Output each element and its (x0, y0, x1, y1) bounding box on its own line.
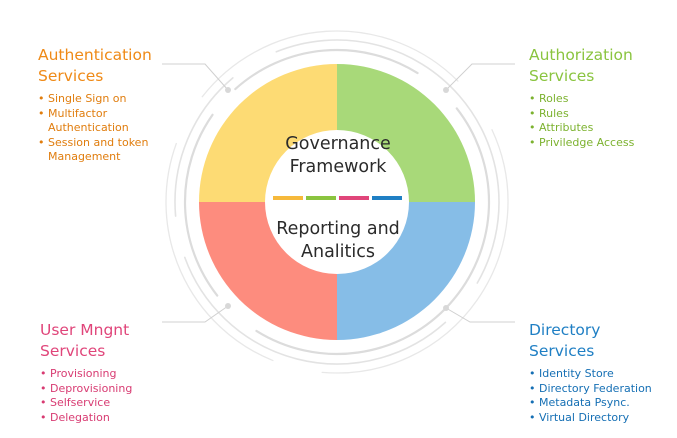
list-item: Attributes (529, 121, 634, 136)
directory-services-list: Identity Store Directory Federation Meta… (529, 367, 652, 425)
authorization-services-title: Authorization Services (529, 46, 633, 85)
color-bar-segment (372, 196, 402, 200)
user-management-services-list: Provisioning Deprovisioning Selfservice … (40, 367, 132, 425)
decorative-ring-arc (165, 142, 274, 362)
list-item: Roles (529, 92, 634, 107)
decorative-ring-arc (183, 256, 447, 365)
authentication-services-list: Single Sign on Multifactor Authenticatio… (38, 92, 152, 165)
decorative-ring-arc (234, 48, 419, 91)
connector-dot (225, 87, 231, 93)
list-item: Selfservice (40, 396, 132, 411)
decorative-ring-arc (321, 129, 509, 374)
decorative-ring-arc (255, 107, 491, 356)
color-bar-segment (339, 196, 369, 200)
list-item: Provisioning (40, 367, 132, 382)
color-bar-segment (273, 196, 303, 200)
authentication-services-title: Authentication Services (38, 46, 152, 85)
list-item: Priviledge Access (529, 136, 634, 151)
decorative-ring-arc (183, 113, 219, 297)
color-bar-segment (306, 196, 336, 200)
authorization-services-block: Authorization Services Roles Rules Attri… (529, 45, 634, 150)
connector-line (445, 307, 515, 323)
connector-dot (443, 87, 449, 93)
list-item: Single Sign on (38, 92, 152, 107)
connector-dot (443, 305, 449, 311)
list-item: Metadata Psync. (529, 396, 652, 411)
user-management-services-block: User Mngnt Services Provisioning Deprovi… (40, 320, 132, 425)
user-management-services-title: User Mngnt Services (40, 321, 130, 360)
directory-services-block: Directory Services Identity Store Direct… (529, 320, 652, 425)
outer-rings (165, 30, 509, 374)
authorization-services-list: Roles Rules Attributes Priviledge Access (529, 92, 634, 150)
decorative-ring-arc (174, 77, 234, 217)
decorative-ring-arc (275, 39, 500, 284)
directory-services-title: Directory Services (529, 321, 601, 360)
list-item: Virtual Directory (529, 411, 652, 426)
list-item: Deprovisioning (40, 382, 132, 397)
decorative-ring-arc (201, 30, 459, 98)
governance-framework-title: Governance Framework (285, 134, 391, 177)
list-item: Delegation (40, 411, 132, 426)
connector-lines (162, 63, 515, 323)
reporting-analytics-title: Reporting and Analitics (276, 219, 400, 262)
list-item: Multifactor Authentication (38, 107, 152, 136)
connector-line (445, 63, 515, 91)
connector-line (162, 305, 229, 323)
list-item: Session and token Management (38, 136, 152, 165)
list-item: Directory Federation (529, 382, 652, 397)
center-circle (265, 130, 409, 274)
list-item: Identity Store (529, 367, 652, 382)
list-item: Rules (529, 107, 634, 122)
connector-line (162, 63, 229, 91)
connector-dot (225, 303, 231, 309)
authentication-services-block: Authentication Services Single Sign on M… (38, 45, 152, 165)
